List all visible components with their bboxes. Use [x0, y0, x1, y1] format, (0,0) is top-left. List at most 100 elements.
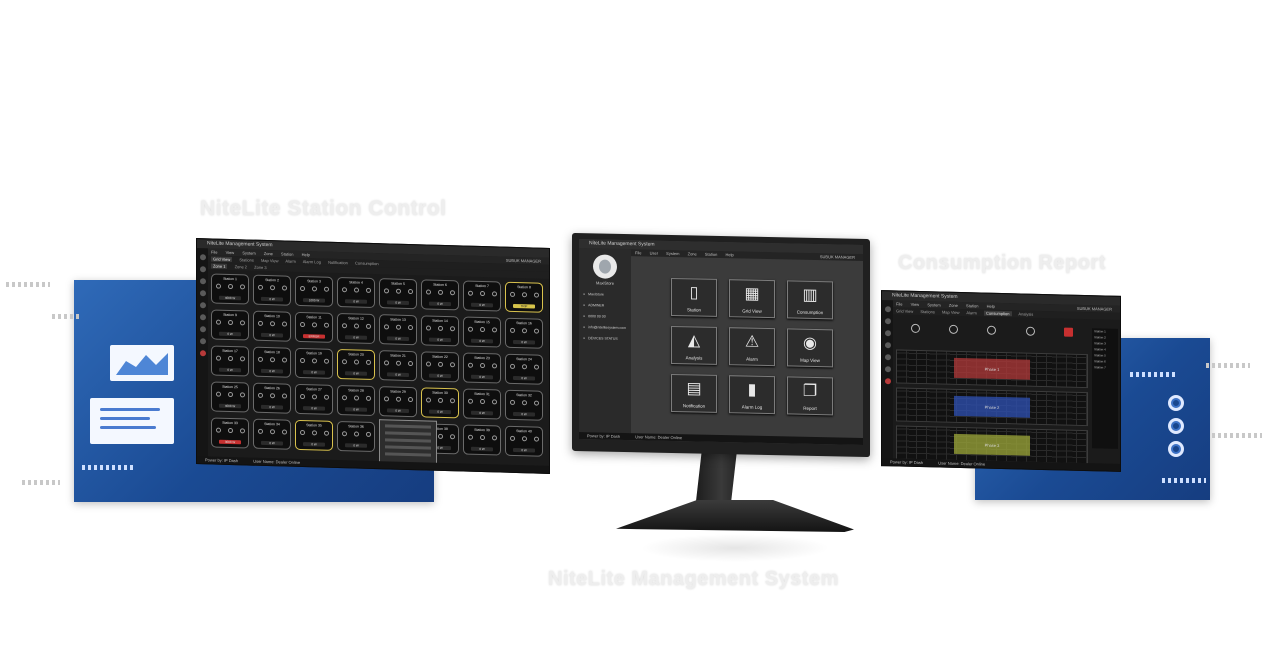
station-icon[interactable]	[199, 266, 206, 273]
tab-grid-view[interactable]: Grid View	[896, 308, 914, 314]
power-icon[interactable]	[884, 378, 891, 385]
toggle-knob-icon[interactable]	[365, 431, 371, 437]
toggle-knob-icon[interactable]	[491, 399, 497, 405]
toggle-knob-icon[interactable]	[509, 291, 515, 297]
menu-zone[interactable]: Zone	[687, 251, 697, 257]
toggle-knob-icon[interactable]	[383, 396, 389, 402]
toggle-knob-icon[interactable]	[323, 322, 329, 328]
report-icon[interactable]	[884, 366, 891, 373]
toggle-knob-icon[interactable]	[281, 321, 287, 327]
toggle-knob-icon[interactable]	[395, 396, 401, 402]
toggle-knob-icon[interactable]	[239, 428, 245, 434]
toggle-knob-icon[interactable]	[341, 287, 347, 293]
toggle-knob-icon[interactable]	[257, 428, 263, 434]
toggle-knob-icon[interactable]	[467, 290, 473, 296]
toggle-knob-icon[interactable]	[521, 292, 527, 298]
toggle-knob-icon[interactable]	[449, 434, 455, 440]
menu-help[interactable]: Help	[301, 252, 310, 258]
menu-file[interactable]: File	[211, 249, 218, 255]
tab-consumption[interactable]: Consumption	[983, 310, 1012, 317]
menu-tile-alarm-log[interactable]: ▮Alarm Log	[729, 375, 775, 415]
toggle-knob-icon[interactable]	[407, 396, 413, 403]
tab-alarm[interactable]: Alarm	[966, 310, 977, 316]
tab-map-view[interactable]: Map View	[260, 257, 279, 264]
tab-consumption[interactable]: Consumption	[354, 260, 379, 267]
toggle-knob-icon[interactable]	[479, 398, 485, 405]
toggle-knob-icon[interactable]	[491, 363, 497, 369]
list-item[interactable]: Station 7	[1094, 365, 1106, 370]
toggle-knob-icon[interactable]	[353, 431, 359, 437]
toggle-knob-icon[interactable]	[299, 429, 305, 436]
toggle-knob-icon[interactable]	[269, 285, 275, 291]
toggle-knob-icon[interactable]	[449, 362, 455, 368]
toggle-knob-icon[interactable]	[407, 360, 413, 367]
toggle-knob-icon[interactable]	[239, 392, 245, 398]
grid-icon[interactable]	[884, 306, 891, 313]
toggle-knob-icon[interactable]	[239, 356, 245, 362]
toggle-knob-icon[interactable]	[467, 362, 473, 368]
toggle-knob-icon[interactable]	[365, 395, 371, 401]
menu-tile-notification[interactable]: ▤Notification	[671, 373, 717, 413]
menu-system[interactable]: System	[242, 250, 256, 256]
toggle-knob-icon[interactable]	[467, 398, 473, 404]
toggle-knob-icon[interactable]	[533, 364, 539, 370]
toggle-knob-icon[interactable]	[323, 394, 329, 400]
menu-system[interactable]: System	[666, 250, 680, 257]
toggle-knob-icon[interactable]	[281, 357, 287, 363]
toggle-knob-icon[interactable]	[467, 326, 473, 332]
log-icon[interactable]	[884, 354, 891, 361]
toggle-knob-icon[interactable]	[215, 319, 221, 325]
toggle-knob-icon[interactable]	[395, 360, 401, 366]
tab-notification[interactable]: Notification	[328, 259, 348, 266]
menu-user[interactable]: User	[649, 250, 659, 256]
toggle-knob-icon[interactable]	[341, 359, 347, 365]
tab-stations[interactable]: Stations	[920, 309, 935, 315]
toggle-knob-icon[interactable]	[509, 327, 515, 333]
tab-analysis[interactable]: Analysis	[1018, 311, 1034, 317]
toggle-knob-icon[interactable]	[521, 328, 527, 334]
toggle-knob-icon[interactable]	[425, 325, 431, 331]
voltage-icon[interactable]	[987, 325, 997, 335]
toggle-knob-icon[interactable]	[257, 284, 263, 290]
map-icon[interactable]	[199, 278, 206, 285]
menu-tile-analysis[interactable]: ◭Analysis	[671, 325, 717, 365]
power-meter-icon[interactable]	[949, 324, 959, 334]
toggle-knob-icon[interactable]	[425, 397, 431, 403]
menu-tile-alarm[interactable]: ⚠Alarm	[729, 327, 775, 367]
grid-icon[interactable]	[199, 254, 206, 261]
report-icon[interactable]	[199, 338, 206, 345]
toggle-knob-icon[interactable]	[269, 321, 275, 327]
toggle-knob-icon[interactable]	[509, 399, 515, 405]
power-icon[interactable]	[199, 350, 206, 357]
station-icon[interactable]	[884, 318, 891, 325]
toggle-knob-icon[interactable]	[311, 394, 317, 400]
toggle-knob-icon[interactable]	[449, 326, 455, 332]
toggle-knob-icon[interactable]	[323, 430, 329, 436]
toggle-knob-icon[interactable]	[299, 393, 305, 400]
toggle-knob-icon[interactable]	[365, 323, 371, 329]
toggle-knob-icon[interactable]	[269, 429, 275, 435]
toggle-knob-icon[interactable]	[467, 434, 473, 440]
toggle-knob-icon[interactable]	[479, 290, 485, 297]
